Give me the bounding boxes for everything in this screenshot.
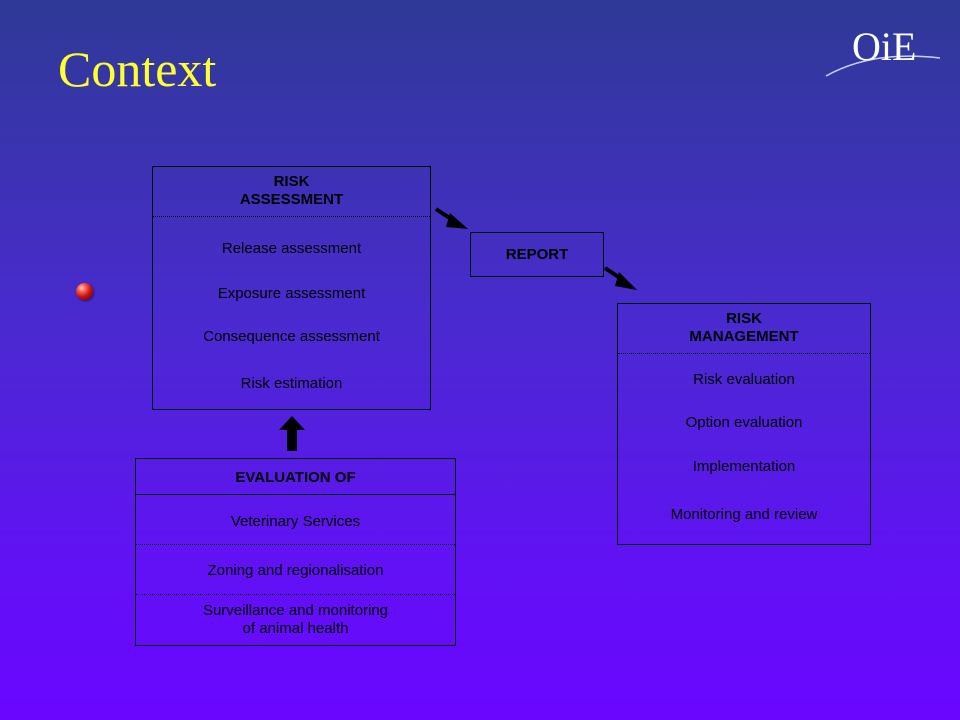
- report-label: REPORT: [505, 246, 569, 263]
- risk-evaluation-label: Risk evaluation: [693, 371, 795, 388]
- surveillance-and-monitoring-label: Surveillance and monitoring of animal he…: [202, 602, 389, 637]
- arrow-to-report-icon: [434, 207, 468, 229]
- zoning-and-regionalisation-label: Zoning and regionalisation: [207, 562, 384, 579]
- risk-management-header: RISK MANAGEMENT: [689, 310, 799, 345]
- monitoring-and-review-label: Monitoring and review: [670, 506, 818, 523]
- consequence-assessment-label: Consequence assessment: [203, 328, 380, 345]
- implementation-label: Implementation: [692, 458, 796, 475]
- svg-text:OiE: OiE: [852, 24, 916, 69]
- veterinary-services-label: Veterinary Services: [230, 513, 361, 530]
- risk-assessment-header: RISK ASSESSMENT: [239, 173, 344, 208]
- report-box: REPORT: [470, 232, 604, 277]
- divider: [136, 594, 455, 595]
- risk-management-box: RISK MANAGEMENT Risk evaluation Option e…: [617, 303, 871, 545]
- divider: [618, 353, 870, 354]
- slide-title: Context: [58, 41, 217, 97]
- oie-logo-icon: OiE: [825, 24, 941, 77]
- up-arrow-icon: [279, 416, 305, 451]
- arrow-to-risk-management-icon: [603, 266, 637, 290]
- evaluation-box: EVALUATION OF Veterinary Services Zoning…: [135, 458, 456, 646]
- evaluation-header: EVALUATION OF: [235, 469, 356, 486]
- release-assessment-label: Release assessment: [221, 240, 362, 257]
- risk-estimation-label: Risk estimation: [240, 375, 343, 392]
- divider: [136, 494, 455, 495]
- risk-assessment-box: RISK ASSESSMENT Release assessment Expos…: [152, 166, 431, 410]
- divider: [136, 544, 455, 545]
- exposure-assessment-label: Exposure assessment: [217, 285, 366, 302]
- red-bullet-icon: [76, 283, 93, 300]
- option-evaluation-label: Option evaluation: [685, 414, 803, 431]
- divider: [153, 216, 430, 217]
